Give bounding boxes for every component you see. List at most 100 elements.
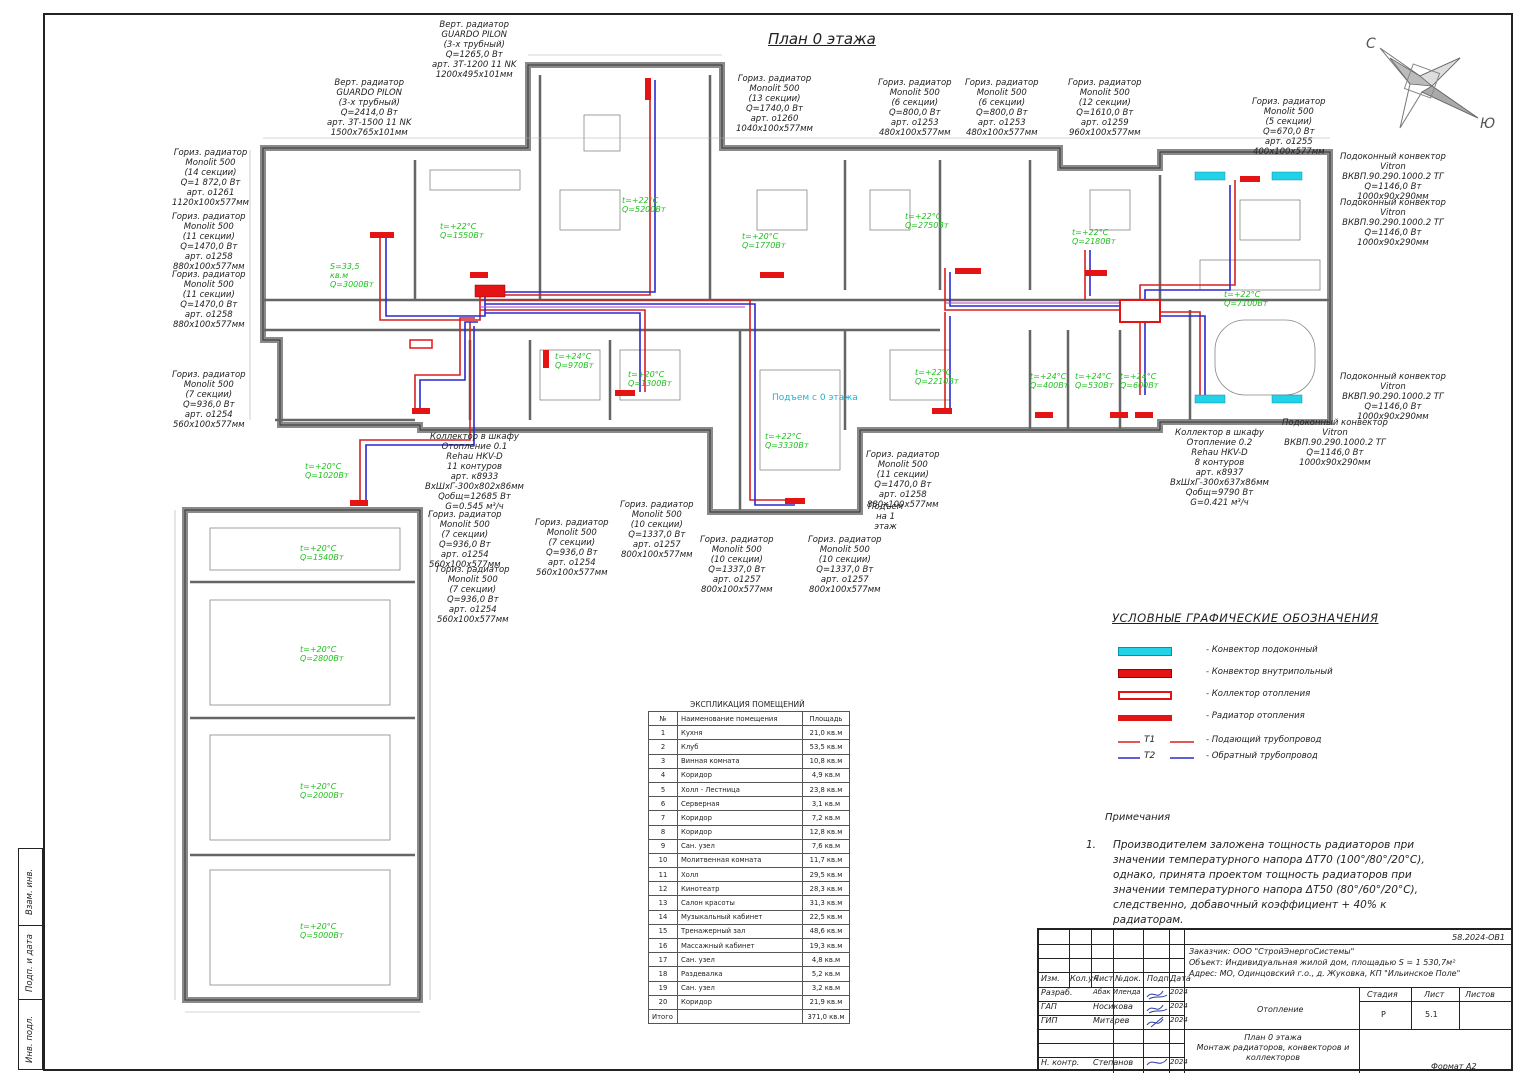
cell-room-name: Коридор bbox=[677, 810, 803, 826]
page-title: План 0 этажа bbox=[768, 30, 876, 48]
radiator-label: Верт. радиатор GUARDO PILON (3-х трубный… bbox=[327, 78, 412, 139]
room-load: t=+22°C Q=2210Вт bbox=[915, 368, 959, 386]
cell-number: 19 bbox=[648, 980, 678, 996]
cell-number: 18 bbox=[648, 966, 678, 982]
cell-area: 4,8 кв.м bbox=[802, 952, 850, 968]
radiator-label: Гориз. радиатор Monolit 500 (6 секции) Q… bbox=[965, 78, 1039, 139]
floor-convector-icon bbox=[1118, 669, 1172, 678]
radiator-label: Гориз. радиатор Monolit 500 (13 секции) … bbox=[736, 74, 813, 135]
total-spacer bbox=[677, 1008, 803, 1025]
person-name: Носикова bbox=[1093, 1002, 1133, 1011]
role: ГИП bbox=[1041, 1016, 1058, 1025]
compass-rose-icon: С Ю bbox=[1366, 36, 1495, 132]
stage-head: Стадия bbox=[1367, 990, 1398, 999]
note-number: 1. bbox=[1086, 839, 1097, 851]
cell-room-name: Серверная bbox=[677, 796, 803, 812]
collector-label: Коллектор в шкафу Отопление 0.2 Rehau HK… bbox=[1170, 428, 1269, 509]
legend-label: - Радиатор отопления bbox=[1206, 711, 1305, 721]
cell-number: 5 bbox=[648, 781, 678, 798]
room-load: t=+20°C Q=2800Вт bbox=[300, 645, 344, 663]
cell-area: 11,7 кв.м bbox=[802, 852, 850, 869]
radiator-label: Гориз. радиатор Monolit 500 (14 секции) … bbox=[172, 148, 249, 209]
radiator-label: Гориз. радиатор Monolit 500 (7 секции) Q… bbox=[436, 565, 510, 626]
room-load: t=+20°C Q=1770Вт bbox=[742, 232, 786, 250]
cell-number: 7 bbox=[648, 810, 678, 826]
note-text: Производителем заложена тощность радиато… bbox=[1113, 839, 1425, 926]
radiator-label: Гориз. радиатор Monolit 500 (7 секции) Q… bbox=[535, 518, 609, 579]
cell-area: 29,5 кв.м bbox=[802, 867, 850, 883]
cell-area: 12,8 кв.м bbox=[802, 824, 850, 840]
room-load: t=+20°C Q=2000Вт bbox=[300, 782, 344, 800]
room-load: t=+20°C Q=1300Вт bbox=[628, 370, 672, 388]
date: 2024 bbox=[1170, 1002, 1188, 1010]
cell-room-name: Молитвенная комната bbox=[677, 852, 803, 869]
legend-item: - Радиатор отопления bbox=[1118, 711, 1378, 725]
cell-number: 14 bbox=[648, 909, 678, 925]
cell-area: 5,2 кв.м bbox=[802, 966, 850, 982]
cell-number: 11 bbox=[648, 867, 678, 883]
cell-area: 21,9 кв.м bbox=[802, 994, 850, 1010]
room-load: t=+22°C Q=1550Вт bbox=[440, 222, 484, 240]
supply-pipe-code: Т1 bbox=[1144, 735, 1156, 745]
cell-room-name: Раздевалка bbox=[677, 966, 803, 982]
radiator-label: Гориз. радиатор Monolit 500 (10 секции) … bbox=[620, 500, 694, 561]
person-name: Абак Иленда bbox=[1093, 988, 1141, 996]
role: Н. контр. bbox=[1041, 1058, 1080, 1067]
legend-label: - Конвектор подоконный bbox=[1206, 645, 1318, 655]
legend-item: - Конвектор подоконный bbox=[1118, 645, 1378, 659]
lift-note: Подъем на 1 этаж bbox=[868, 502, 904, 533]
cell-area: 4,9 кв.м bbox=[802, 767, 850, 783]
sheet-code: 58.2024-ОВ1 bbox=[1452, 933, 1505, 942]
cell-room-name: Холл bbox=[677, 867, 803, 883]
cell-number: 8 bbox=[648, 824, 678, 840]
return-pipe-icon bbox=[1118, 757, 1194, 759]
cell-area: 21,0 кв.м bbox=[802, 725, 850, 741]
col-head: Подп. bbox=[1147, 974, 1172, 983]
role: ГАП bbox=[1041, 1002, 1057, 1011]
legend-item: Т1 - Подающий трубопровод bbox=[1118, 735, 1378, 749]
cell-number: 13 bbox=[648, 895, 678, 911]
cell-area: 48,6 кв.м bbox=[802, 923, 850, 940]
sheet-number: 5.1 bbox=[1425, 1010, 1438, 1019]
cell-room-name: Музыкальный кабинет bbox=[677, 909, 803, 925]
cell-number: 1 bbox=[648, 725, 678, 741]
date: 2024 bbox=[1170, 988, 1188, 996]
radiator-label: Гориз. радиатор Monolit 500 (7 секции) Q… bbox=[172, 370, 246, 431]
radiator-label: Гориз. радиатор Monolit 500 (5 секции) Q… bbox=[1252, 97, 1326, 158]
total-value: 371,0 кв.м bbox=[802, 1008, 850, 1025]
cell-room-name: Коридор bbox=[677, 767, 803, 783]
address: Адрес: МО, Одинцовский г.о., д. Жуковка,… bbox=[1189, 969, 1461, 978]
radiator-label: Гориз. радиатор Monolit 500 (7 секции) Q… bbox=[428, 510, 502, 571]
room-load: S=33,5 кв.м Q=3000Вт bbox=[330, 262, 374, 289]
room-load: t=+22°C Q=2180Вт bbox=[1072, 228, 1116, 246]
object: Объект: Индивидуальная жилой дом, площад… bbox=[1189, 958, 1456, 967]
room-load: t=+22°C Q=3330Вт bbox=[765, 432, 809, 450]
room-load: t=+22°C Q=7100Вт bbox=[1224, 290, 1268, 308]
cell-room-name: Холл - Лестница bbox=[677, 781, 803, 798]
return-pipe-code: Т2 bbox=[1144, 751, 1156, 761]
radiator-label: Верт. радиатор GUARDO PILON (3-х трубный… bbox=[432, 20, 517, 81]
cell-area: 31,3 кв.м bbox=[802, 895, 850, 911]
compass-north: С bbox=[1366, 36, 1376, 52]
sheet-title: План 0 этажа Монтаж радиаторов, конвекто… bbox=[1196, 1033, 1350, 1062]
cell-number: 2 bbox=[648, 739, 678, 755]
role: Разраб. bbox=[1041, 988, 1073, 997]
sheet-frame bbox=[43, 13, 1513, 1071]
cell-room-name: Сан. узел bbox=[677, 838, 803, 854]
cell-room-name: Сан. узел bbox=[677, 952, 803, 968]
cell-number: 16 bbox=[648, 937, 678, 954]
col-head: Изм. bbox=[1041, 974, 1060, 983]
